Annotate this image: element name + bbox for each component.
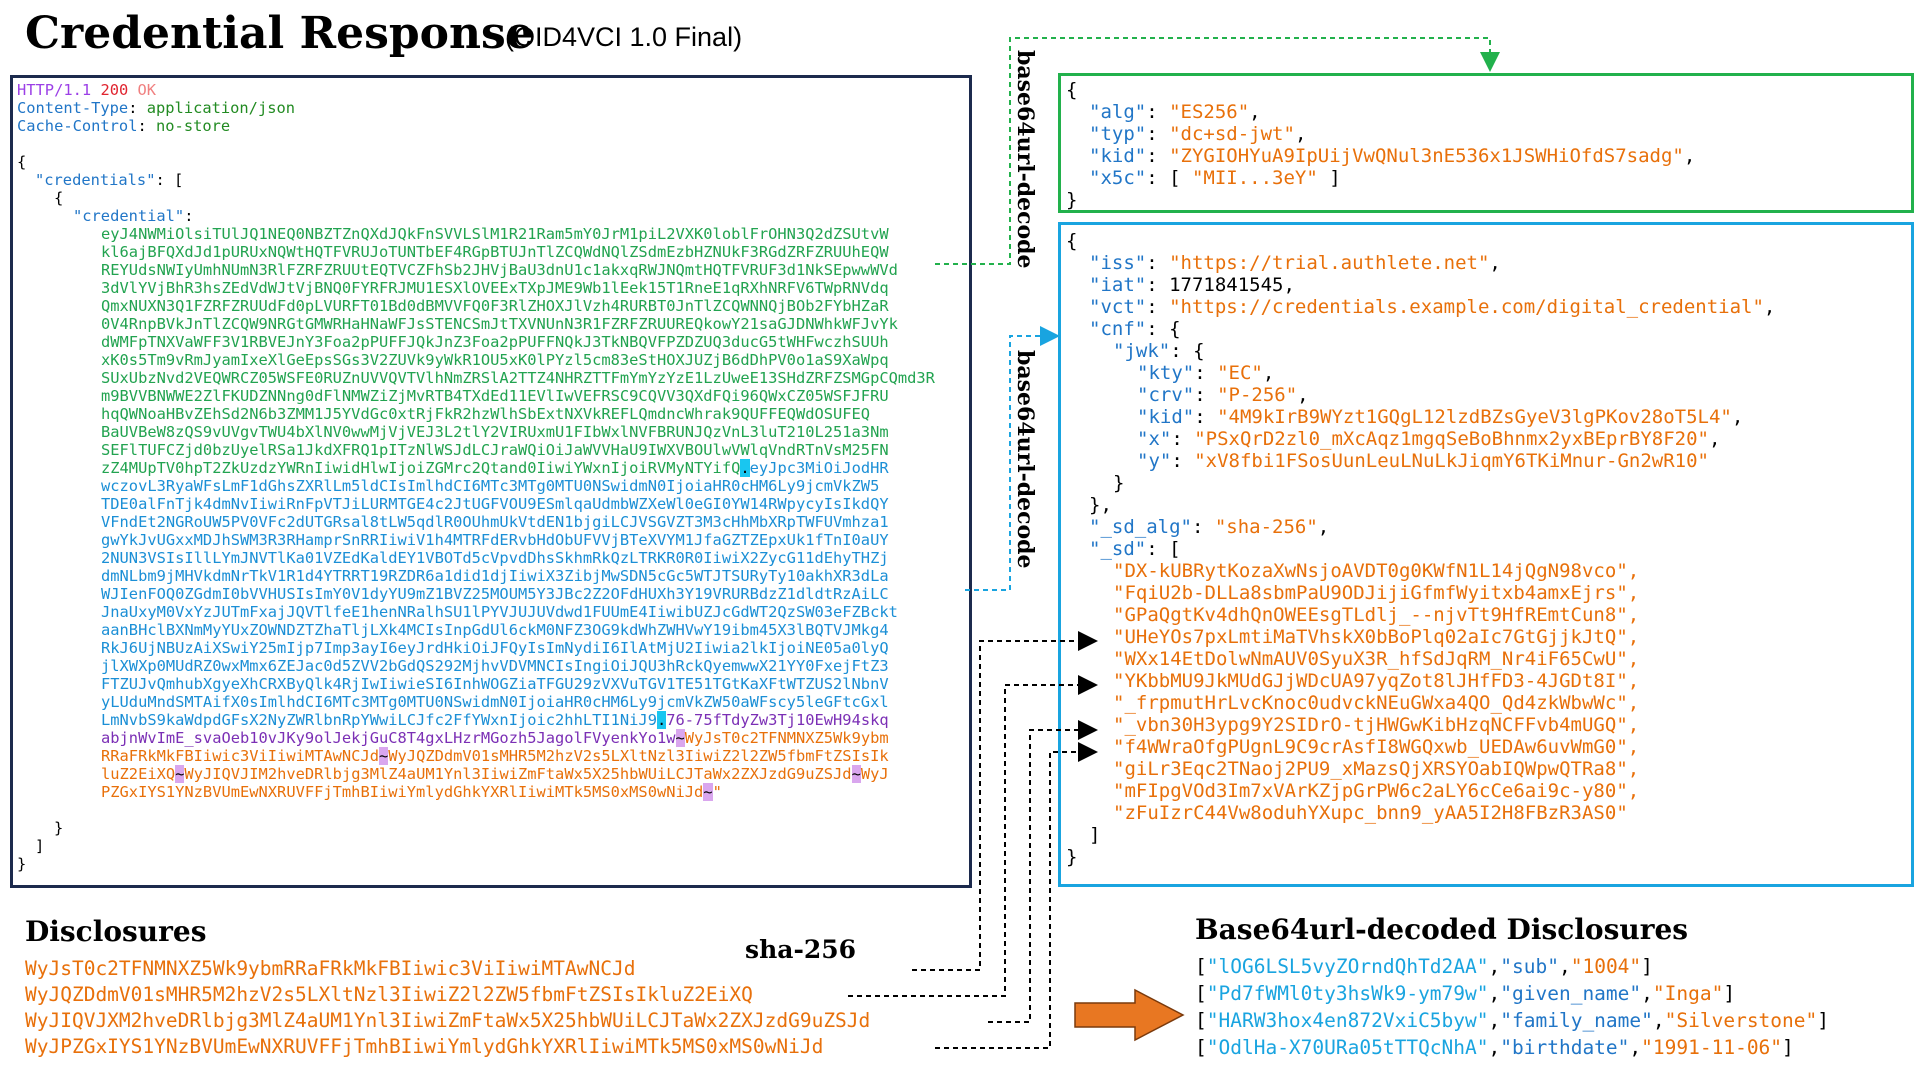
body-close-brace: }	[17, 855, 27, 873]
tilde-separator-3: ~	[175, 765, 185, 783]
sha-256-label: sha-256	[745, 935, 857, 964]
credential-response-panel: HTTP/1.1 200 OK Content-Type: applicatio…	[10, 75, 972, 888]
sd-digest-item: "GPaQgtKv4dhQnOWEEsgTLdlj_--njvTt9HfREmt…	[1113, 604, 1640, 626]
sd-digest-item: "f4WWraOfgPUgnL9C9crAsfI8WGQxwb_UEDAw6uv…	[1113, 736, 1640, 758]
decoded-disclosure-item: ["OdlHa-X70URa05tTTQcNhA","birthdate","1…	[1195, 1036, 1794, 1059]
decoded-disclosure-item: ["Pd7fWMl0ty3hsWk9-ym79w","given_name","…	[1195, 982, 1736, 1005]
tilde-separator-1: ~	[675, 729, 685, 747]
sd-digest-item: "giLr3Eqc2TNaoj2PU9_xMazsQjXRSYOabIQWpwQ…	[1113, 758, 1640, 780]
object-open-brace: {	[54, 189, 64, 207]
disclosure-item: WyJsT0c2TFNMNXZ5Wk9ybmRRaFRkMkFBIiwic3Vi…	[25, 957, 636, 980]
jwt-payload-panel: { "iss": "https://trial.authlete.net", "…	[1058, 222, 1914, 887]
page-subtitle: (OID4VCI 1.0 Final)	[505, 22, 743, 52]
sd-digest-item: "_frpmutHrLvcKnoc0udvckNEuGWxa4QO_Qd4zkW…	[1113, 692, 1640, 714]
sd-digest-item: "YKbbMU9JkMUdGJjWDcUA97yqZot8lJHfFD3-4JG…	[1113, 670, 1640, 692]
tilde-separator-4: ~	[851, 765, 861, 783]
sd-digest-item: "DX-kUBRytKozaXwNsjoAVDT0g0KWfN1L14jQgN9…	[1113, 560, 1640, 582]
http-status-line: HTTP/1.1 200 OK	[17, 81, 157, 99]
jose-header-panel: { "alg": "ES256", "typ": "dc+sd-jwt", "k…	[1058, 73, 1914, 213]
credentials-key-line: "credentials": [	[35, 171, 184, 189]
sha256-connector	[848, 675, 1098, 997]
body-open-brace: {	[17, 153, 27, 171]
tilde-separator-5: ~	[703, 783, 713, 801]
sd-digest-item: "_vbn30H3ypg9Y2SIDrO-tjHWGwKibHzqNCFFvb4…	[1113, 714, 1640, 736]
credential-key-line: "credential":	[73, 207, 194, 225]
jwt-dot-separator-2: .	[656, 711, 667, 729]
sd-digest-item: "WXx14EtDolwNmAUV0SyuX3R_hfSdJqRM_Nr4iF6…	[1113, 648, 1640, 670]
decoded-disclosure-item: ["lOG6LSL5vyZOrndQhTd2AA","sub","1004"]	[1195, 955, 1653, 978]
decode-header-connector	[935, 37, 1500, 265]
disclosures-title: Disclosures	[25, 915, 207, 948]
decoded-disclosure-item: ["HARW3hox4en872VxiC5byw","family_name",…	[1195, 1009, 1830, 1032]
base64url-decode-label-2: base64url-decode	[1012, 350, 1038, 569]
array-close-bracket: ]	[35, 837, 45, 855]
content-type-header: Content-Type: application/json	[17, 99, 296, 117]
decode-payload-connector	[965, 326, 1060, 591]
sd-digest-item: "zFuIzrC44Vw8oduhYXupc_bnn9_yAA5I2H8FBzR…	[1113, 802, 1628, 824]
base64url-decode-label-1: base64url-decode	[1012, 50, 1038, 269]
sha256-connector	[988, 720, 1098, 1023]
sha256-connector	[912, 631, 1098, 971]
disclosure-item: WyJQZDdmV01sMHR5M2hzV2s5LXltNzl3IiwiZ2l2…	[25, 983, 753, 1006]
decode-arrow	[1074, 988, 1185, 1042]
page-title: Credential Response	[25, 8, 534, 59]
disclosure-item: WyJPZGxIYS1YNzBVUmEwNXRUVFFjTmhBIiwiYmly…	[25, 1035, 824, 1058]
decoded-disclosures-title: Base64url-decoded Disclosures	[1195, 913, 1689, 946]
sd-digest-item: "UHeYOs7pxLmtiMaTVhskX0bBoPlq02aIc7GtGjj…	[1113, 626, 1640, 648]
sha256-connector	[935, 742, 1098, 1049]
jwt-dot-separator-1: .	[740, 459, 750, 477]
sd-digest-item: "FqiU2b-DLLa8sbmPaU9ODJijiGfmfWyitxb4amx…	[1113, 582, 1640, 604]
tilde-separator-2: ~	[378, 747, 389, 765]
sd-digest-item: "mFIpgVOd3Im7xVArKZjpGrPW6c2aLY6cCe6ai9c…	[1113, 780, 1640, 802]
disclosure-item: WyJIQVJXM2hveDRlbjg3MlZ4aUM1Ynl3IiwiZmFt…	[25, 1009, 871, 1032]
object-close-brace: }	[54, 819, 64, 837]
cache-control-header: Cache-Control: no-store	[17, 117, 231, 135]
